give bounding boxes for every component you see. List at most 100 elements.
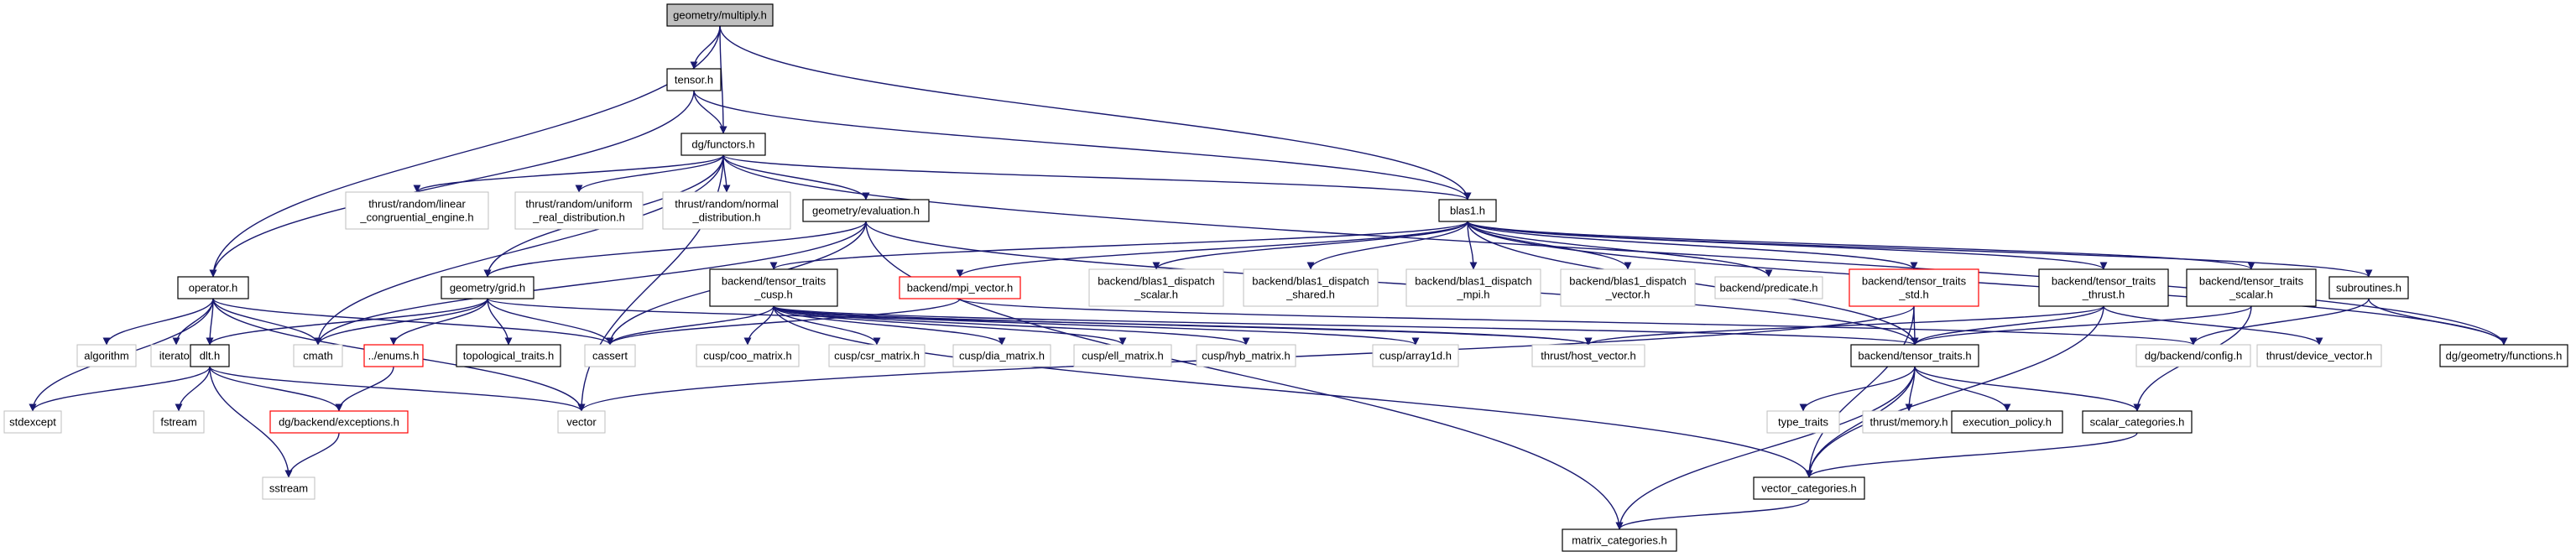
edge-functors-to-uniform [575,154,724,193]
node-dlt[interactable]: dlt.h [190,344,230,367]
edge-blas1-to-bd-mpi [1467,221,1478,270]
node-coo[interactable]: cusp/coo_matrix.h [696,344,800,367]
node-sstream[interactable]: sstream [262,476,315,500]
node-memory[interactable]: thrust/memory.h [1862,410,1956,434]
edge-tt-std-to-vector-cat [1805,305,1915,478]
node-config[interactable]: dg/backend/config.h [2135,344,2251,367]
edge-evaluation-to-grid [483,221,867,278]
edge-functors-to-lcg [413,154,724,193]
node-label: algorithm [84,350,128,362]
node-csr[interactable]: cusp/csr_matrix.h [828,344,926,367]
node-label: _std.h [1898,289,1928,301]
node-geom-functions[interactable]: dg/geometry/functions.h [2439,344,2568,367]
node-cassert[interactable]: cassert [584,344,636,367]
node-tt-cusp[interactable]: backend/tensor_traits_cusp.h [709,268,838,307]
node-exceptions[interactable]: dg/backend/exceptions.h [269,410,409,434]
node-enums[interactable]: ../enums.h [363,344,424,367]
edge-subroutines-to-config [2189,298,2370,346]
node-bd-mpi[interactable]: backend/blas1_dispatch_mpi.h [1405,268,1541,307]
node-normal[interactable]: thrust/random/normal_distribution.h [662,191,791,230]
node-label: _scalar.h [2229,289,2273,301]
node-algorithm[interactable]: algorithm [76,344,137,367]
edge-subroutines-to-geom-functions [2368,298,2508,346]
node-label: dg/functors.h [691,138,754,151]
node-box [345,191,489,230]
node-label: _vector.h [1605,289,1650,301]
node-label: scalar_categories.h [2090,416,2185,429]
node-label: _congruential_engine.h [359,211,473,224]
node-label: iterator [159,350,194,362]
node-uniform[interactable]: thrust/random/uniform_real_distribution.… [514,191,644,230]
edge-operator-to-cmath [212,298,322,346]
node-multiply[interactable]: geometry/multiply.h [666,3,774,27]
edge-dlt-to-stdexcept [29,366,211,412]
node-tt-thrust[interactable]: backend/tensor_traits_thrust.h [2038,268,2169,307]
node-box [269,410,409,434]
node-box [456,344,561,367]
node-box [2186,268,2317,307]
node-matrix-cat[interactable]: matrix_categories.h [1562,528,1677,552]
node-label: dg/backend/config.h [2145,350,2242,362]
node-label: backend/blas1_dispatch [1098,275,1215,288]
node-device-vector[interactable]: thrust/device_vector.h [2256,344,2382,367]
node-mpi-vector[interactable]: backend/mpi_vector.h [899,276,1021,299]
node-predicate[interactable]: backend/predicate.h [1714,276,1823,299]
node-bd-vector[interactable]: backend/blas1_dispatch_vector.h [1560,268,1696,307]
node-label: thrust/random/normal [675,198,779,211]
node-label: thrust/random/uniform [525,198,632,211]
edge-tensor-to-operator [209,90,695,278]
node-ell[interactable]: cusp/ell_matrix.h [1073,344,1172,367]
node-label: thrust/memory.h [1870,416,1948,429]
node-label: cassert [592,350,628,362]
edge-operator-to-iterator [172,298,214,346]
node-fstream[interactable]: fstream [153,410,205,434]
node-lcg[interactable]: thrust/random/linear_congruential_engine… [345,191,489,230]
node-host-vector[interactable]: thrust/host_vector.h [1531,344,1645,367]
node-hyb[interactable]: cusp/hyb_matrix.h [1196,344,1296,367]
node-functors[interactable]: dg/functors.h [681,133,766,156]
edge-evaluation-to-cmath [314,221,867,346]
node-box [1088,268,1224,307]
node-blas1[interactable]: blas1.h [1438,199,1497,222]
node-label: vector [566,416,597,429]
node-label: type_traits [1778,416,1828,429]
node-box [293,344,343,367]
node-box [952,344,1051,367]
edge-grid-to-topological [487,298,513,346]
edge-enums-to-exceptions [335,366,394,412]
edge-dlt-to-exceptions [209,366,343,412]
node-array1d[interactable]: cusp/array1d.h [1372,344,1459,367]
node-box [1862,410,1956,434]
node-vector-cat[interactable]: vector_categories.h [1753,476,1865,500]
node-box [153,410,205,434]
node-box [666,3,774,27]
node-grid[interactable]: geometry/grid.h [441,276,534,299]
node-label: thrust/random/linear [368,198,466,211]
node-exec-policy[interactable]: execution_policy.h [1951,410,2063,434]
edge-tensor-traits-to-scalar-cat [1914,366,2141,412]
edge-tt-cusp-to-array1d [773,305,1420,346]
node-tensor-traits[interactable]: backend/tensor_traits.h [1850,344,1979,367]
node-operator[interactable]: operator.h [177,276,249,299]
node-type-traits[interactable]: type_traits [1766,410,1840,434]
node-box [1849,268,1979,307]
edge-multiply-to-operator [209,25,721,278]
node-vector[interactable]: vector [557,410,606,434]
edge-blas1-to-predicate [1467,221,1773,278]
node-evaluation[interactable]: geometry/evaluation.h [802,199,930,222]
node-cmath[interactable]: cmath [293,344,343,367]
node-bd-shared[interactable]: backend/blas1_dispatch_shared.h [1243,268,1379,307]
node-label: cusp/ell_matrix.h [1082,350,1164,362]
node-tt-std[interactable]: backend/tensor_traits_std.h [1849,268,1979,307]
node-tt-scalar[interactable]: backend/tensor_traits_scalar.h [2186,268,2317,307]
node-dia[interactable]: cusp/dia_matrix.h [952,344,1051,367]
node-tensor[interactable]: tensor.h [666,68,722,91]
node-bd-scalar[interactable]: backend/blas1_dispatch_scalar.h [1088,268,1224,307]
node-subroutines[interactable]: subroutines.h [2328,276,2409,299]
node-topological[interactable]: topological_traits.h [456,344,561,367]
edge-tt-cusp-to-vector-cat [773,305,1813,478]
node-box [1714,276,1823,299]
node-scalar-cat[interactable]: scalar_categories.h [2082,410,2193,434]
node-stdexcept[interactable]: stdexcept [3,410,62,434]
edge-exceptions-to-sstream [284,432,340,478]
